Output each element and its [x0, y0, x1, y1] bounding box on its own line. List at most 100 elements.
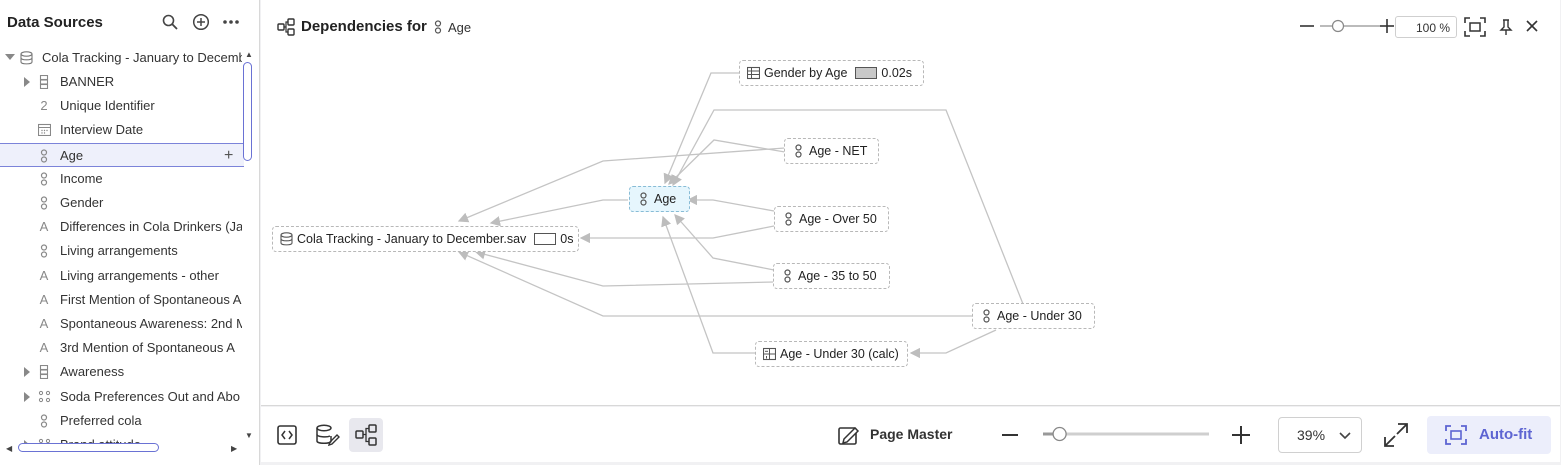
categorical-icon [37, 172, 51, 186]
dependencies-variable: Age [448, 20, 472, 35]
zoom-in-icon[interactable] [1230, 424, 1252, 446]
tree-root-label: Cola Tracking - January to December [42, 50, 242, 65]
numeric-icon: 2 [40, 98, 48, 113]
tree-item[interactable]: A First Mention of Spontaneous A [0, 288, 244, 312]
page-master-icon [838, 426, 860, 445]
tree-item-label: BANNER [60, 74, 115, 89]
chevron-right-icon[interactable] [24, 392, 30, 402]
add-circle-icon[interactable] [192, 13, 210, 31]
edge-gender-by-age-to-age [663, 72, 740, 185]
categorical-icon [795, 144, 802, 158]
tree-item-label: Income [60, 171, 103, 186]
graph-zoom-input[interactable]: 100 % [1395, 16, 1457, 38]
categorical-icon [37, 244, 51, 258]
tree-item-label: Soda Preferences Out and Abo [60, 389, 240, 404]
tree-item[interactable]: Preferred cola [0, 409, 244, 433]
text-icon: A [39, 292, 49, 307]
code-icon [277, 425, 297, 445]
scroll-up-icon[interactable]: ▲ [245, 50, 253, 59]
tree-item[interactable]: Soda Preferences Out and Abo [0, 385, 244, 409]
auto-fit-label: Auto-fit [1479, 426, 1533, 443]
node-age[interactable]: Age [629, 186, 690, 212]
node-label: Age [654, 192, 677, 206]
banner-icon [37, 74, 51, 90]
tree-item-label: First Mention of Spontaneous A [60, 292, 242, 307]
expand-icon[interactable] [1383, 422, 1409, 448]
dependency-graph-button[interactable] [349, 418, 383, 452]
dependency-graph-icon [277, 18, 295, 36]
categorical-icon [37, 414, 51, 428]
scroll-down-icon[interactable]: ▼ [245, 431, 253, 440]
tree-item-label: Differences in Cola Drinkers (Ja [60, 219, 242, 234]
page-zoom-slider-handle[interactable] [1052, 426, 1067, 442]
node-age-under-30[interactable]: Age - Under 30 [972, 303, 1095, 329]
chevron-right-icon[interactable] [24, 367, 30, 377]
chevron-right-icon[interactable] [24, 77, 30, 87]
chevron-down-icon [1339, 432, 1351, 440]
page-zoom-slider[interactable] [1041, 424, 1211, 444]
more-icon[interactable] [222, 13, 240, 31]
node-data-file[interactable]: Cola Tracking - January to December.sav 0… [272, 226, 579, 252]
node-label: Age - Over 50 [799, 212, 877, 226]
vertical-scrollbar-thumb[interactable] [243, 62, 252, 161]
scroll-right-icon[interactable]: ▶ [231, 444, 238, 453]
node-label: Age - Under 30 [997, 309, 1082, 323]
table-icon [747, 66, 760, 80]
node-age-under-30-calc[interactable]: Age - Under 30 (calc) [755, 341, 908, 367]
close-icon[interactable] [1526, 20, 1538, 32]
tree-item[interactable]: Age+ [0, 143, 244, 167]
node-age-net[interactable]: Age - NET [784, 138, 879, 164]
timing-swatch [855, 67, 878, 79]
text-icon: A [39, 316, 49, 331]
edge-age-under-30-to-age [672, 109, 1024, 305]
tree-item[interactable]: Gender [0, 191, 244, 215]
categorical-icon [983, 309, 990, 323]
node-timing: 0.02s [881, 66, 912, 80]
fit-screen-icon[interactable] [1464, 17, 1486, 37]
dependency-edges [457, 72, 1024, 359]
edit-data-button[interactable] [309, 418, 343, 452]
database-icon [280, 232, 293, 246]
tree-item[interactable]: Living arrangements [0, 239, 244, 263]
code-view-button[interactable] [270, 418, 304, 452]
edge-age-35-50-to-age [674, 214, 775, 271]
edge-age-under-30-calc-to-age [661, 215, 755, 354]
auto-fit-button[interactable]: Auto-fit [1427, 416, 1551, 454]
tree-item[interactable]: BANNER [0, 70, 244, 94]
add-icon[interactable]: + [224, 147, 234, 164]
edge-age-under-30-to-calc [909, 329, 997, 359]
zoom-out-icon[interactable] [1000, 425, 1020, 445]
tree-root-data-file[interactable]: Cola Tracking - January to December [0, 46, 244, 70]
page-master-label[interactable]: Page Master [870, 426, 953, 442]
categorical-icon [784, 269, 791, 283]
node-age-35-to-50[interactable]: Age - 35 to 50 [773, 263, 890, 289]
node-timing: 0s [560, 232, 574, 246]
zoom-slider-handle[interactable] [1331, 19, 1345, 33]
tree-item-label: Awareness [60, 364, 125, 379]
pin-icon[interactable] [1499, 18, 1513, 36]
node-label: Age - Under 30 (calc) [780, 347, 899, 361]
chevron-down-icon[interactable] [5, 54, 15, 60]
scroll-left-icon[interactable]: ◀ [6, 444, 13, 453]
search-icon[interactable] [161, 13, 179, 31]
tree-item-label: Preferred cola [60, 413, 142, 428]
zoom-percent-select[interactable]: 39% [1278, 417, 1362, 453]
tree-item-label: Living arrangements [60, 243, 178, 258]
tree-item[interactable]: Income [0, 167, 244, 191]
node-label: Age - 35 to 50 [798, 269, 877, 283]
horizontal-scrollbar-thumb[interactable] [18, 443, 159, 452]
node-label: Cola Tracking - January to December.sav [297, 232, 527, 246]
zoom-percent-value: 39% [1297, 427, 1326, 443]
tree-item[interactable]: Awareness [0, 360, 244, 384]
edge-age-to-data-file [489, 199, 628, 227]
node-age-over-50[interactable]: Age - Over 50 [774, 206, 889, 232]
grid-icon [37, 390, 51, 404]
dependency-graph-icon [355, 424, 377, 446]
tree-item[interactable]: Interview Date [0, 118, 244, 142]
